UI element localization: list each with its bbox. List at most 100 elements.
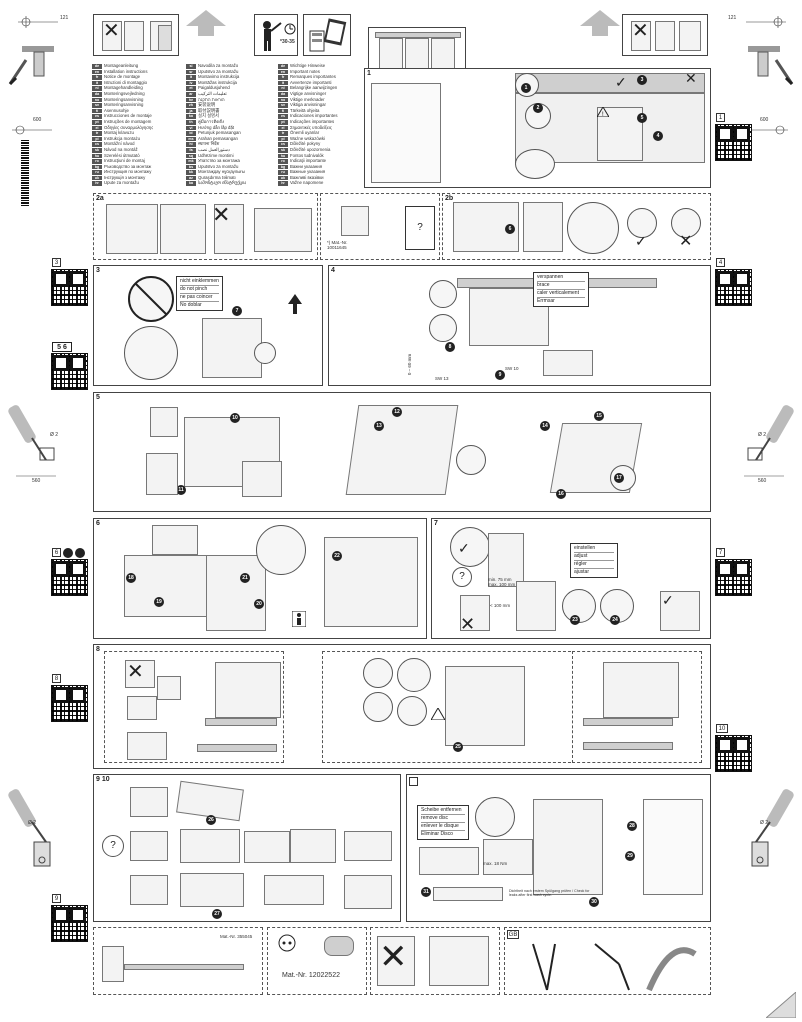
pliers-icon xyxy=(594,943,630,991)
step-11: 11 xyxy=(176,485,186,495)
cross-icon: ✕ xyxy=(460,614,476,634)
power-mat-number: Mat.-Nr. 12022522 xyxy=(282,972,340,979)
dim-left-phi: Ø 2 xyxy=(50,432,59,438)
step-8: 8 xyxy=(445,342,455,352)
dim-right-phi: Ø 2 xyxy=(758,432,767,438)
crosshair-left-mid xyxy=(12,125,52,135)
step-3: 3 xyxy=(637,75,647,85)
qr-code xyxy=(715,124,752,161)
tools-time-box: *30-35 xyxy=(254,14,298,56)
step-29: 29 xyxy=(625,851,635,861)
dim-left-600: 600 xyxy=(33,117,42,123)
screwdriver-icon xyxy=(751,789,794,867)
section-4: 4 verspannen brace caler verticalement E… xyxy=(328,265,711,386)
barcode xyxy=(21,140,29,206)
qr-code xyxy=(51,905,88,942)
arrow-up-icon xyxy=(288,294,302,314)
cross-icon: ✕ xyxy=(379,938,408,976)
leak-hint: Dichtheit nach erstem Spülgang prüfen / … xyxy=(509,889,590,898)
step-21: 21 xyxy=(240,573,250,583)
section-number: 3 xyxy=(96,267,100,274)
section-number: 6 xyxy=(96,520,100,527)
section-10-side-label: 10 xyxy=(716,724,728,733)
section-9-10: 9 10 ? 26 27 xyxy=(93,774,401,922)
qr-code xyxy=(51,559,88,596)
hose-clip-icon xyxy=(646,947,697,992)
dim-right-phi-9: Ø 2 xyxy=(760,820,769,826)
step-16: 16 xyxy=(556,489,566,499)
section-8-middle: 25 xyxy=(322,651,576,763)
screwdriver-icon xyxy=(8,789,51,867)
section-12-warning: ✕ xyxy=(370,927,500,995)
dim-left-phi-9: Ø 2 xyxy=(28,820,37,826)
step-24: 24 xyxy=(610,615,620,625)
crosshair-top-right xyxy=(746,14,786,30)
height-range: 0 – 60 mm xyxy=(407,353,413,376)
section-3: 3 nicht einklemmen do not pinch ne pas c… xyxy=(93,265,323,386)
step-4: 4 xyxy=(653,131,663,141)
qr-code xyxy=(51,353,88,390)
step-7: 7 xyxy=(232,306,242,316)
section-1-side-label: 1 xyxy=(716,113,725,122)
section-12-power: Mat.-Nr. 12022522 xyxy=(267,927,367,995)
step-18: 18 xyxy=(126,573,136,583)
warning-icon: ! xyxy=(597,107,609,117)
section-6: 6 18 19 20 21 22 xyxy=(93,518,427,639)
section-8-left: ✕ xyxy=(104,651,284,763)
section-number: 2a xyxy=(96,195,104,202)
cabinet-check-left: ✕ xyxy=(93,14,179,56)
step-25: 25 xyxy=(453,742,463,752)
cross-icon: ✕ xyxy=(212,202,231,227)
cross-icon: ✕ xyxy=(103,20,120,42)
dim-right-600: 600 xyxy=(760,117,769,123)
pinch-warning: nicht einklemmen do not pinch ne pas coi… xyxy=(176,276,223,311)
tablet-icon xyxy=(309,18,347,52)
pliers-icon xyxy=(532,943,556,991)
step-5: 5 xyxy=(637,113,647,123)
section-5-side-label: 5 6 xyxy=(52,342,72,352)
adjust-labels: einstellen adjust régler ajustar xyxy=(570,543,618,578)
step-2: 2 xyxy=(533,103,543,113)
section-number: 9 10 xyxy=(96,776,110,783)
step-20: 20 xyxy=(254,599,264,609)
